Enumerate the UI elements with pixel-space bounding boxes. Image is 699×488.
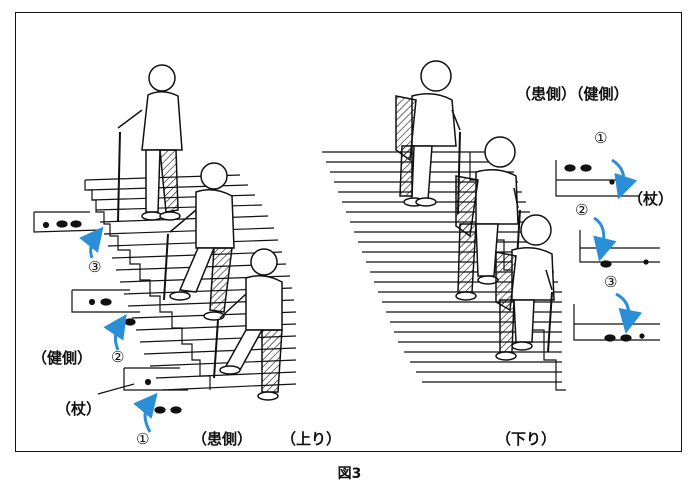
step-number-up-1: ① bbox=[136, 430, 150, 448]
step-number-down-2: ② bbox=[575, 201, 589, 219]
step-inset-down-3 bbox=[573, 304, 660, 342]
label-sides-down: （患側）（健側） bbox=[516, 85, 629, 103]
label-cane-up: （杖） bbox=[56, 400, 102, 418]
person-bottom-descending bbox=[495, 214, 555, 361]
person-bottom-ascending bbox=[213, 248, 283, 401]
label-cane-down: （杖） bbox=[628, 190, 674, 208]
step-inset-up-1 bbox=[97, 367, 188, 414]
person-middle-ascending bbox=[163, 162, 235, 321]
label-ascending: （上り） bbox=[281, 430, 342, 448]
label-healthy-side-up: （健側） bbox=[32, 349, 93, 367]
step-number-down-1: ① bbox=[594, 129, 608, 147]
step-inset-up-2 bbox=[71, 289, 140, 326]
person-top-descending bbox=[395, 60, 461, 215]
step-number-up-3: ③ bbox=[88, 258, 102, 276]
step-inset-up-3 bbox=[33, 211, 101, 233]
label-descending: （下り） bbox=[496, 430, 557, 448]
step-inset-down-2 bbox=[579, 230, 660, 268]
arrows-descending bbox=[593, 158, 643, 334]
figure-caption: 図3 bbox=[337, 466, 362, 482]
arrows-ascending bbox=[79, 226, 158, 433]
step-number-up-2: ② bbox=[111, 348, 125, 366]
person-middle-descending bbox=[455, 136, 521, 301]
step-number-down-3: ③ bbox=[604, 273, 618, 291]
person-top-ascending bbox=[117, 64, 183, 223]
figure-frame bbox=[15, 12, 682, 452]
label-affected-side-up: （患側） bbox=[192, 430, 253, 448]
step-inset-down-1 bbox=[555, 160, 640, 197]
